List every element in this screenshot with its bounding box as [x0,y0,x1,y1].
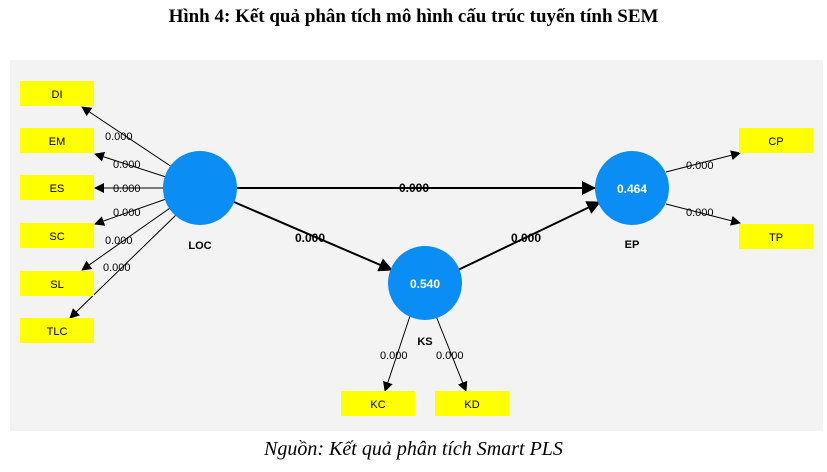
latent-loc: LOC [163,151,237,252]
weight-ep-tp: 0.000 [686,207,714,219]
indicator-cp: CP [739,128,813,153]
latent-ks: 0.540 KS [388,246,462,348]
path-label-loc-ks: 0.000 [295,231,325,245]
svg-text:SL: SL [50,279,63,291]
arrow-loc-em [94,152,167,178]
arrow-loc-sl [81,207,171,271]
svg-text:EM: EM [49,136,66,148]
svg-text:KC: KC [370,399,385,411]
weight-ks-kd: 0.000 [436,350,464,362]
arrow-ks-kc [383,315,411,392]
indicator-es: ES [20,175,94,200]
arrow-ep-tp [665,203,741,226]
weight-loc-di: 0.000 [105,131,133,143]
indicator-kd: KD [435,391,509,416]
svg-text:KD: KD [464,399,479,411]
weight-loc-sc: 0.000 [113,207,141,219]
svg-text:TP: TP [769,232,783,244]
figure-title: Hình 4: Kết quả phân tích mô hình cấu tr… [168,6,659,27]
arrow-loc-tlc [69,214,177,319]
weight-loc-sl: 0.000 [105,235,133,247]
path-label-ks-ep: 0.000 [511,231,541,245]
latent-ep-label: EP [625,239,640,251]
latent-ks-value: 0.540 [410,277,440,291]
arrow-ks-kd [435,315,468,392]
weight-loc-em: 0.000 [113,159,141,171]
weight-ks-kc: 0.000 [380,350,408,362]
indicator-sl: SL [20,271,94,296]
svg-text:ES: ES [50,183,65,195]
svg-text:DI: DI [52,89,63,101]
figure-caption: Nguồn: Kết quả phân tích Smart PLS [264,438,563,460]
indicator-tp: TP [739,224,813,249]
indicator-sc: SC [20,223,94,248]
weight-loc-tlc: 0.000 [103,262,131,274]
diagram-panel [10,60,823,431]
path-label-loc-ep: 0.000 [399,181,429,195]
svg-text:TLC: TLC [47,326,68,338]
svg-text:SC: SC [49,231,64,243]
path-loc-ks [233,201,393,272]
svg-text:CP: CP [768,136,783,148]
path-ks-ep [457,201,601,271]
latent-ep-value: 0.464 [617,182,647,196]
indicator-em: EM [20,128,94,153]
arrow-ep-cp [665,150,741,173]
latent-ks-label: KS [417,336,432,348]
indicator-kc: KC [341,391,415,416]
latent-ep: 0.464 EP [595,151,669,251]
indicator-tlc: TLC [20,318,94,343]
indicator-di: DI [20,81,94,106]
weight-ep-cp: 0.000 [686,160,714,172]
arrow-loc-sc [94,198,167,226]
weight-loc-es: 0.000 [113,183,141,195]
arrow-loc-di [81,106,173,168]
latent-loc-label: LOC [188,240,211,252]
